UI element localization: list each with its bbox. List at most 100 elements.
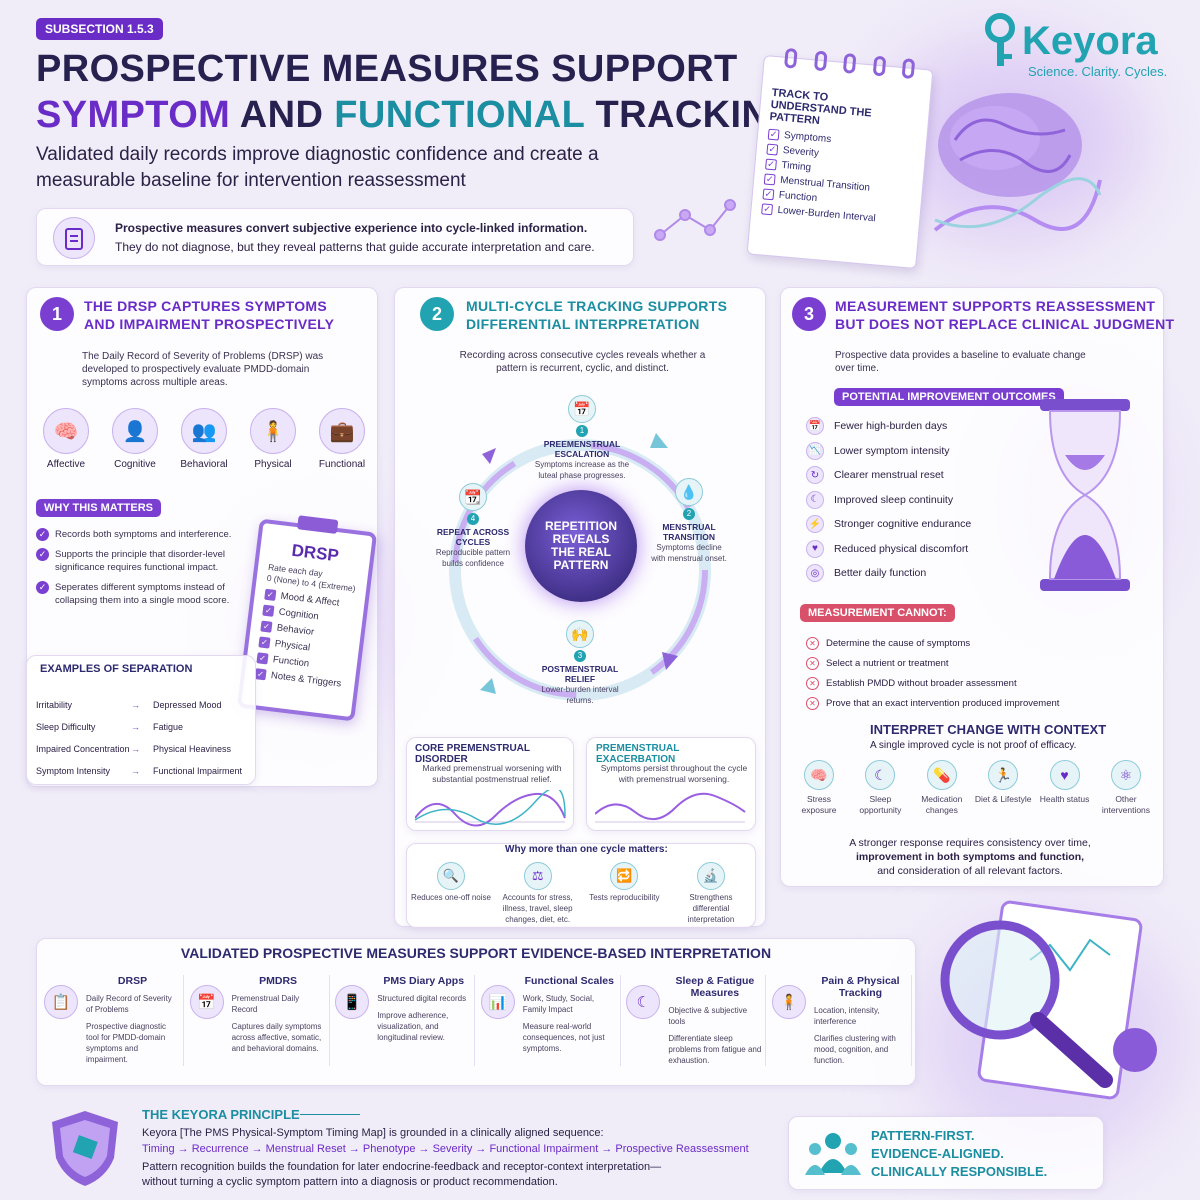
principle-line-3: Pattern recognition builds the foundatio… — [142, 1161, 662, 1173]
bar-chart-icon: 📊 — [480, 985, 515, 1019]
outcome-item: 📅Fewer high-burden days — [806, 414, 1026, 439]
notepad: TRACK TO UNDERSTAND THE PATTERN ✓Symptom… — [746, 47, 934, 270]
cannot-item: ✕Establish PMDD without broader assessme… — [806, 673, 1146, 693]
brand-name: Keyora — [1022, 18, 1158, 63]
checkbox-icon: ✓ — [262, 604, 275, 617]
why-cycle-item: 🔍Reduces one-off noise — [410, 860, 492, 925]
principle-line-4: without turning a cyclic symptom pattern… — [142, 1176, 558, 1188]
checkbox-icon: ✓ — [767, 128, 780, 141]
checkbox-icon: ✓ — [763, 173, 776, 186]
check-icon: ✓ — [36, 528, 49, 541]
outcome-item: ⚡Stronger cognitive endurance — [806, 512, 1026, 537]
context-subtitle: A single improved cycle is not proof of … — [870, 740, 1077, 751]
why-matters-list: ✓Records both symptoms and interference.… — [36, 528, 236, 614]
cannot-badge: MEASUREMENT CANNOT: — [800, 604, 955, 622]
core-disorder-card: CORE PREMENSTRUAL DISORDER Marked premen… — [406, 737, 574, 831]
context-footer: A stronger response requires consistency… — [849, 837, 1091, 877]
outcome-icon: ⚡ — [806, 515, 824, 534]
why-item: ✓Seperates different symptoms instead of… — [36, 581, 236, 607]
checkbox-icon: ✓ — [260, 620, 273, 633]
section-3-desc: Prospective data provides a baseline to … — [835, 350, 1086, 374]
examples-card — [26, 655, 256, 785]
body-icon: 🧍 — [250, 408, 296, 454]
motto-card: PATTERN-FIRST.EVIDENCE-ALIGNED.CLINICALL… — [788, 1116, 1104, 1190]
briefcase-icon: 💼 — [319, 408, 365, 454]
why-item: ✓Records both symptoms and interference. — [36, 528, 236, 541]
title-line-2: SYMPTOM AND FUNCTIONAL TRACKING — [36, 94, 800, 136]
outcome-item: ♥Reduced physical discomfort — [806, 537, 1026, 562]
people-group-icon — [805, 1133, 861, 1175]
check-icon: ✓ — [36, 581, 49, 594]
section-2-desc: Recording across consecutive cycles reve… — [459, 350, 706, 374]
principle-sequence: Timing → Recurrence → Menstrual Reset → … — [142, 1143, 749, 1155]
why-cycle-item: 🔬Strengthens differential interpretation — [670, 860, 752, 925]
center-orb: REPETITION REVEALS THE REAL PATTERN — [525, 490, 637, 602]
factor-item: 💊Medication changes — [913, 760, 971, 816]
why-cycles-card — [406, 843, 756, 928]
outcome-icon: ☾ — [806, 490, 824, 509]
checkbox-icon: ✓ — [256, 652, 269, 665]
arrow-icon: → — [131, 744, 140, 754]
examples-title: EXAMPLES OF SEPARATION — [40, 663, 193, 675]
people-icon: 👥 — [181, 408, 227, 454]
drsp-icon: 📋 — [44, 985, 78, 1019]
title-line-1: PROSPECTIVE MEASURES SUPPORT — [36, 48, 738, 90]
why-cycle-item: 🔁Tests reproducibility — [583, 860, 665, 925]
arrow-icon: → — [131, 766, 140, 776]
x-icon: ✕ — [806, 696, 819, 710]
head-icon: 👤 — [112, 408, 158, 454]
outcome-icon: ♥ — [806, 539, 824, 558]
moon-icon: ☾ — [865, 760, 896, 790]
brand-logo: Keyora Science. Clarity. Cycles. — [980, 12, 1170, 79]
hourglass-illustration — [1040, 399, 1130, 591]
domain-behavioral: 👥Behavioral — [172, 408, 236, 470]
motto-line: CLINICALLY RESPONSIBLE. — [871, 1164, 1048, 1179]
health-icon: ♥ — [1049, 760, 1080, 790]
balance-icon: ⚖ — [523, 862, 552, 890]
domain-cognitive: 👤Cognitive — [103, 408, 167, 470]
context-factors: 🧠Stress exposure☾Sleep opportunity💊Medic… — [790, 760, 1155, 816]
factor-item: 🏃Diet & Lifestyle — [974, 760, 1032, 816]
measures-title: VALIDATED PROSPECTIVE MEASURES SUPPORT E… — [180, 945, 772, 961]
checkbox-icon: ✓ — [762, 188, 775, 201]
exacerbation-card: PREMENSTRUAL EXACERBATION Symptoms persi… — [586, 737, 756, 831]
domain-functional: 💼Functional — [310, 408, 374, 470]
stress-icon: 🧠 — [804, 760, 834, 790]
improvement-outcomes-badge: POTENTIAL IMPROVEMENT OUTCOMES — [834, 388, 1064, 406]
outcome-item: ↻Clearer menstrual reset — [806, 463, 1026, 488]
checkbox-icon: ✓ — [765, 158, 777, 171]
repeat-calendar-icon: 📆 — [459, 483, 487, 511]
outcomes-list: 📅Fewer high-burden days📉Lower symptom in… — [806, 414, 1026, 586]
section-2-number: 2 — [420, 297, 454, 331]
why-item: ✓Supports the principle that disorder-le… — [36, 548, 236, 574]
calendar-icon: 📅 — [568, 395, 596, 423]
checkbox-icon: ✓ — [264, 588, 277, 601]
checkbox-icon: ✓ — [766, 143, 779, 156]
cannot-list: ✕Determine the cause of symptoms✕Select … — [806, 633, 1146, 713]
calendar-grid-icon: 📅 — [189, 985, 224, 1019]
lifestyle-icon: 🏃 — [988, 760, 1019, 790]
key-logo-icon — [985, 13, 1015, 66]
subsection-badge: SUBSECTION 1.5.3 — [36, 18, 163, 40]
relief-figure-icon: 🙌 — [566, 620, 594, 648]
context-title: INTERPRET CHANGE WITH CONTEXT — [870, 722, 1107, 737]
outcome-icon: ↻ — [806, 466, 824, 485]
cannot-item: ✕Select a nutrient or treatment — [806, 653, 1146, 673]
noise-icon: 🔍 — [437, 862, 465, 890]
example-row: Sleep Difficulty→Fatigue — [36, 722, 184, 732]
x-icon: ✕ — [806, 636, 819, 650]
clipboard-icon — [53, 217, 95, 259]
principle-title: THE KEYORA PRINCIPLE — [142, 1107, 300, 1122]
measures-card — [36, 938, 916, 1086]
